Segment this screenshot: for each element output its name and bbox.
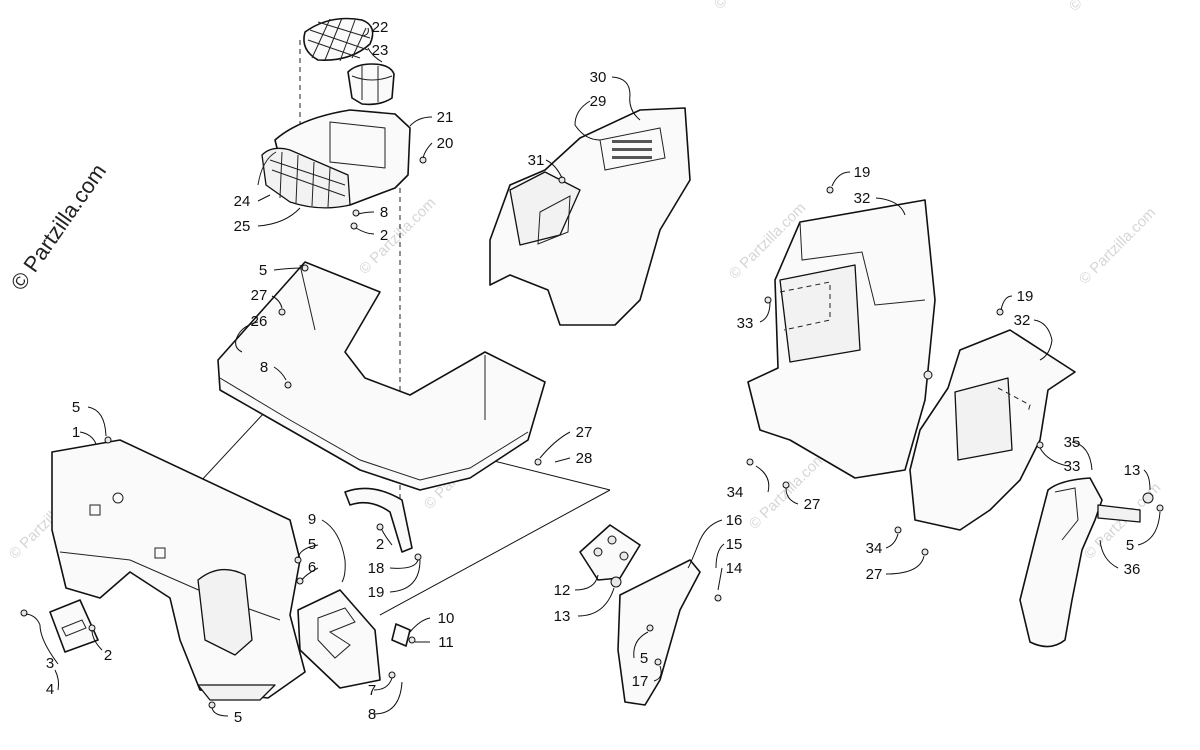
watermark-repeat: © Partzilla.com [711, 0, 794, 13]
clip-10 [391, 623, 411, 647]
callout-label: 36 [1124, 561, 1141, 578]
callout-label: 29 [590, 93, 607, 110]
callout-label: 6 [308, 559, 316, 576]
watermark-repeat: © Partzilla.com [356, 194, 439, 277]
side-cover-32-upper [747, 199, 936, 479]
plate-3 [49, 599, 99, 653]
callout-label: 24 [234, 193, 251, 210]
seat-cover-29 [489, 107, 691, 326]
leader-lines [25, 27, 1161, 717]
callout-label: 34 [727, 484, 744, 501]
callout-label: 19 [368, 584, 385, 601]
callout-label: 27 [576, 424, 593, 441]
callout-label: 35 [1064, 434, 1081, 451]
callout-label: 2 [380, 227, 388, 244]
cup-holder-23 [347, 63, 395, 106]
callout-label: 5 [1126, 537, 1134, 554]
callout-label: 26 [251, 313, 268, 330]
callout-label: 8 [260, 359, 268, 376]
watermark-primary: © Partzilla.com [6, 159, 112, 295]
callout-label: 25 [234, 218, 251, 235]
callout-label: 18 [368, 560, 385, 577]
callout-label: 15 [726, 536, 743, 553]
front-panel-1 [51, 439, 306, 699]
watermark-repeat: © Partzilla.com [1066, 0, 1149, 15]
callout-label: 12 [554, 582, 571, 599]
callout-label: 23 [372, 42, 389, 59]
callout-label: 5 [640, 650, 648, 667]
floor-pan-26 [217, 261, 546, 491]
callout-label: 34 [866, 540, 883, 557]
callout-label: 32 [1014, 312, 1031, 329]
hardware [20, 156, 1164, 709]
callout-label: 5 [72, 399, 80, 416]
callout-label: 19 [1017, 288, 1034, 305]
callout-label: 27 [866, 566, 883, 583]
callout-label: 11 [438, 634, 454, 651]
callout-label: 17 [632, 673, 649, 690]
panel-base [197, 684, 276, 701]
callout-label: 8 [380, 204, 388, 221]
callout-label: 14 [726, 560, 743, 577]
callout-label: 19 [854, 164, 871, 181]
callout-label: 1 [72, 424, 80, 441]
storage-bin-7 [297, 589, 381, 689]
watermark-repeat: © Partzilla.com [746, 449, 829, 532]
callout-label: 20 [437, 135, 454, 152]
callout-label: 5 [234, 709, 242, 726]
callout-label: 21 [437, 109, 454, 126]
callout-label: 30 [590, 69, 607, 86]
callout-label: 28 [576, 450, 593, 467]
grille-22 [303, 17, 374, 62]
callout-label: 5 [259, 262, 267, 279]
watermark-repeat: © Partzilla.com [1076, 204, 1159, 287]
fastener-13 [1142, 492, 1154, 504]
callout-label: 10 [438, 610, 455, 627]
callout-label: 13 [554, 608, 571, 625]
bracket-36 [1097, 504, 1141, 523]
callout-label: 2 [376, 536, 384, 553]
callout-label: 13 [1124, 462, 1141, 479]
callout-label: 33 [1064, 458, 1081, 475]
console-21 [261, 109, 411, 209]
fender-35 [1019, 477, 1103, 648]
fastener-13 [610, 576, 622, 588]
callout-label: 8 [368, 706, 376, 723]
side-cover-32-lower [909, 329, 1076, 531]
bracket-18 [344, 487, 413, 553]
callout-label: 3 [46, 655, 54, 672]
callout-label: 5 [308, 536, 316, 553]
callout-label: 9 [308, 511, 316, 528]
callout-label: 4 [46, 681, 54, 698]
brace-24 [257, 151, 277, 186]
callout-labels: 22 23 21 20 24 25 8 2 5 27 26 8 5 1 27 2… [46, 19, 1141, 726]
callout-label: 22 [372, 19, 389, 36]
mud-flap-16 [617, 559, 701, 706]
callout-label: 7 [368, 682, 376, 699]
callout-label: 32 [854, 190, 871, 207]
callout-label: 33 [737, 315, 754, 332]
callout-label: 27 [251, 287, 268, 304]
callout-label: 16 [726, 512, 743, 529]
callout-label: 27 [804, 496, 821, 513]
callout-label: 31 [528, 152, 545, 169]
callout-label: 2 [104, 647, 112, 664]
bracket-12 [579, 524, 641, 581]
